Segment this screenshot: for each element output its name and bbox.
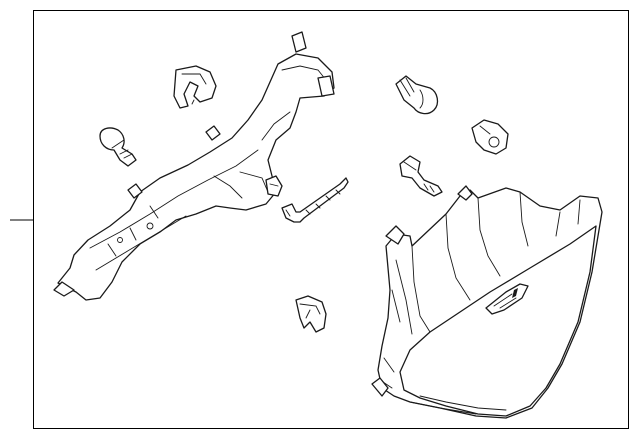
screw — [281, 177, 349, 223]
bulb-socket — [99, 127, 137, 167]
glove-box-assembly — [371, 185, 603, 419]
clip — [173, 65, 217, 109]
bolt — [395, 75, 439, 115]
damper — [471, 119, 509, 155]
stop-bumper — [399, 155, 443, 197]
bracket-clip — [295, 295, 327, 333]
retainer-clip — [265, 175, 283, 197]
diagram-frame — [33, 10, 629, 429]
support-bracket — [53, 31, 335, 301]
